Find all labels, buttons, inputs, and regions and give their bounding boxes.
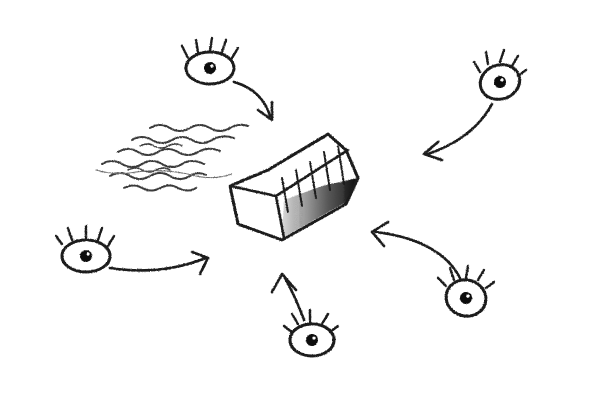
- eye-top-right: [472, 48, 528, 101]
- arrow-top-right: [422, 102, 494, 162]
- smoke-trail: [95, 123, 249, 192]
- eye-left: [54, 224, 116, 274]
- arrow-top-left: [232, 80, 274, 122]
- box-icon: [228, 132, 360, 242]
- eye-top-left: [180, 36, 240, 86]
- arrow-bottom: [270, 272, 306, 322]
- arrow-bottom-right: [370, 220, 462, 280]
- eye-bottom-right: [436, 264, 496, 318]
- eye-bottom: [282, 308, 340, 358]
- arrow-left: [108, 250, 210, 276]
